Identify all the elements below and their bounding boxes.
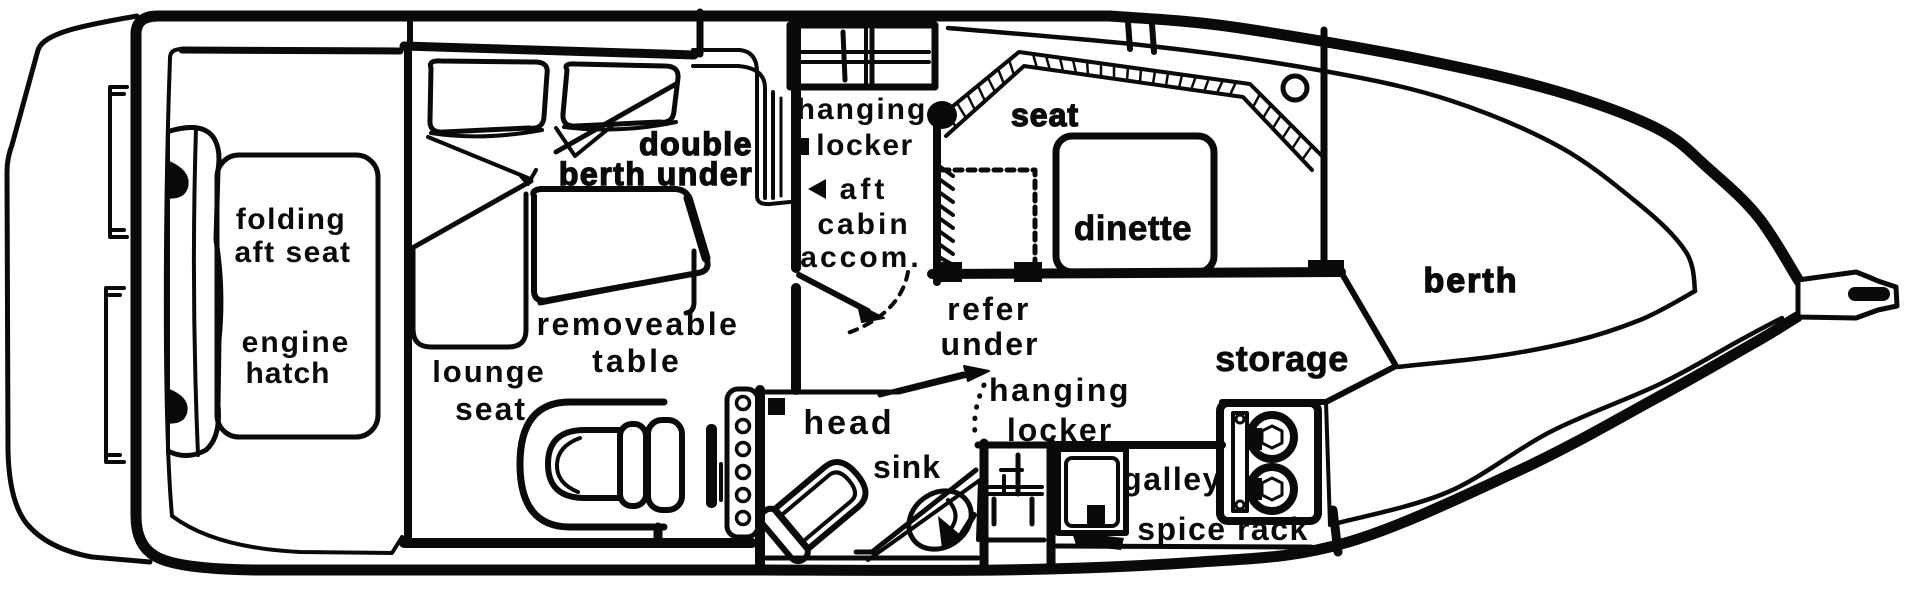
- svg-text:storage: storage: [1215, 338, 1349, 379]
- svg-text:head: head: [803, 404, 894, 442]
- svg-text:spice rack: spice rack: [1137, 511, 1309, 547]
- svg-text:berth: berth: [1424, 262, 1519, 300]
- svg-text:berth under: berth under: [559, 156, 753, 192]
- svg-text:locker: locker: [816, 129, 913, 162]
- svg-text:hanging: hanging: [989, 372, 1131, 408]
- svg-text:locker: locker: [1007, 412, 1113, 448]
- svg-text:refer: refer: [947, 291, 1031, 327]
- svg-text:aft: aft: [840, 173, 889, 206]
- svg-text:dinette: dinette: [1074, 209, 1192, 248]
- svg-text:hanging: hanging: [797, 93, 928, 126]
- svg-text:sink: sink: [873, 449, 941, 485]
- svg-text:accom.: accom.: [800, 241, 921, 274]
- svg-text:aft seat: aft seat: [234, 236, 351, 269]
- svg-text:cabin: cabin: [817, 208, 910, 241]
- svg-text:seat: seat: [1011, 97, 1079, 133]
- svg-text:folding: folding: [236, 203, 346, 236]
- svg-text:removeable: removeable: [537, 306, 740, 342]
- svg-text:engine: engine: [242, 326, 351, 359]
- svg-text:galley: galley: [1122, 461, 1222, 497]
- svg-text:seat: seat: [455, 391, 527, 427]
- svg-text:hatch: hatch: [245, 357, 330, 390]
- svg-text:lounge: lounge: [432, 354, 546, 389]
- svg-text:table: table: [592, 343, 682, 379]
- svg-text:under: under: [941, 326, 1040, 362]
- svg-text:double: double: [639, 126, 753, 162]
